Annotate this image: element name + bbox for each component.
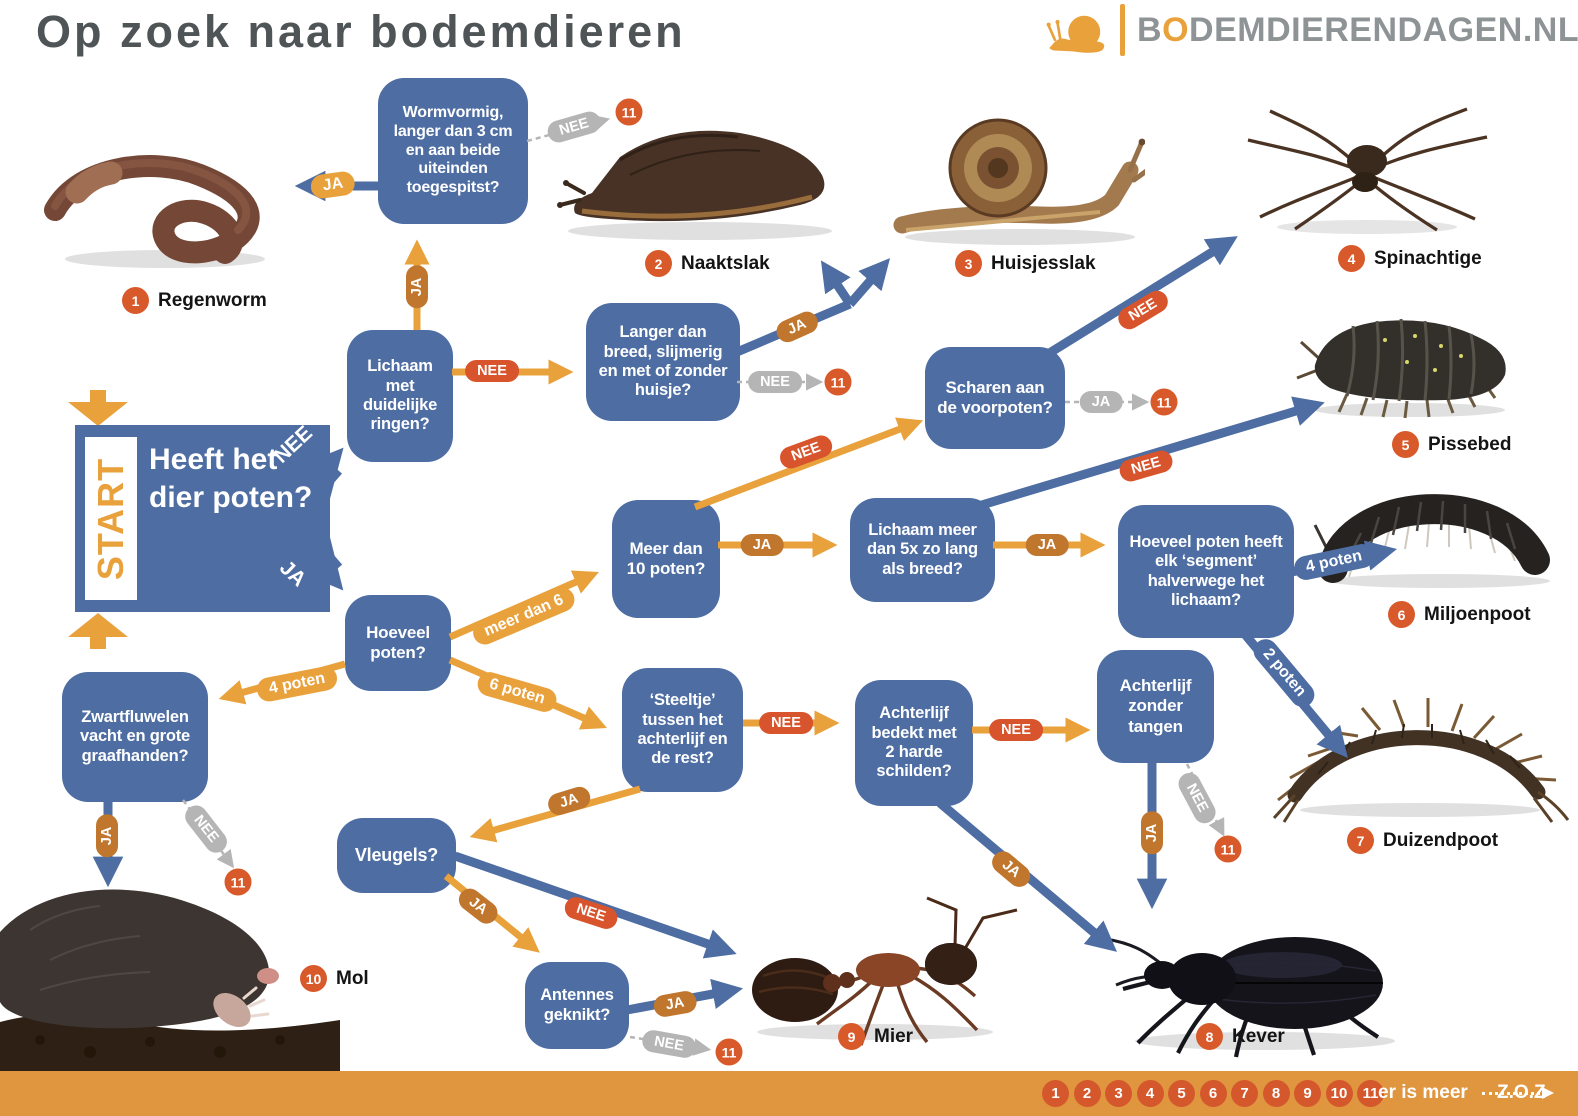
footer-num-3: 3	[1105, 1080, 1132, 1107]
ref-11-antennes: 11	[715, 1038, 743, 1066]
badge-ja-meer10-lichaam5x: JA	[740, 534, 784, 556]
snail-icon	[1046, 15, 1105, 53]
node-vleugels: Vleugels?	[337, 818, 456, 893]
badge-ja-lichaam5x-segment: JA	[1025, 534, 1069, 556]
footer-num-9: 9	[1294, 1080, 1321, 1107]
badge-nee-slijmerig-11: NEE	[748, 371, 802, 393]
footer-num-2: 2	[1073, 1080, 1101, 1107]
badge-ja-ringen-wormvormig: JA	[406, 265, 428, 309]
footer-more-label: er is meer	[1378, 1082, 1468, 1103]
miljoenpoot-image	[1308, 494, 1550, 588]
node-zwartfluwelen: Zwartfluwelen vacht en grote graafhanden…	[62, 672, 208, 802]
logo-text: BODEMDIERENDAGEN.NL	[1137, 11, 1578, 50]
naaktslak-image	[557, 130, 832, 240]
node-schilden: Achterlijf bedekt met 2 harde schilden?	[855, 680, 973, 806]
node-hoeveel: Hoeveel poten?	[345, 595, 451, 691]
spinachtige-image	[1247, 107, 1488, 234]
num-marker: 3	[955, 250, 982, 277]
footer-numbers: 1 2 3 4 5 6 7 8 9 10 11	[1042, 1071, 1384, 1116]
huisjesslak-image	[893, 118, 1145, 245]
ref-11-wormvormig: 11	[615, 98, 643, 126]
node-scharen: Scharen aan de voorpoten?	[925, 347, 1065, 449]
logo-rest: DEMDIERENDAGEN.NL	[1189, 10, 1578, 49]
start-strip: START	[85, 437, 137, 600]
node-antennes: Antennes geknikt?	[525, 962, 629, 1049]
footer-zoz-label: Z.O.Z	[1497, 1082, 1546, 1103]
num-marker: 9	[838, 1023, 865, 1050]
badge-ja-tangen-kever: JA	[1141, 811, 1163, 855]
num-marker: 1	[122, 287, 149, 314]
footer-num-8: 8	[1262, 1080, 1290, 1107]
start-word: START	[90, 457, 132, 580]
badge-nee-schilden-tangen: NEE	[989, 719, 1043, 741]
regenworm-image	[44, 155, 265, 268]
pissebed-image	[1296, 318, 1506, 419]
orange-arrows	[218, 239, 1106, 953]
num-marker: 7	[1347, 827, 1374, 854]
num-marker: 6	[1388, 601, 1415, 628]
num-marker: 5	[1392, 431, 1419, 458]
node-slijmerig: Langer dan breed, slijmerig en met of zo…	[586, 303, 740, 421]
mol-image	[0, 889, 340, 1072]
footer-num-11: 11	[1357, 1080, 1384, 1107]
node-ringen: Lichaam met duidelijke ringen?	[347, 330, 453, 462]
num-marker: 2	[645, 250, 672, 277]
footer-num-1: 1	[1042, 1080, 1069, 1107]
ref-11-scharen: 11	[1150, 388, 1178, 416]
footer-num-10: 10	[1325, 1080, 1353, 1107]
badge-ja-scharen-11: JA	[1079, 391, 1123, 413]
footer-num-6: 6	[1199, 1080, 1227, 1107]
footer-num-4: 4	[1136, 1080, 1164, 1107]
ref-11-slijmerig: 11	[824, 368, 852, 396]
node-tangen: Achterlijf zonder tangen	[1097, 650, 1214, 763]
site-logo: BODEMDIERENDAGEN.NL	[1046, 2, 1578, 58]
footer-num-7: 7	[1231, 1080, 1258, 1107]
logo-divider	[1120, 4, 1125, 56]
node-wormvormig: Wormvormig, langer dan 3 cm en aan beide…	[378, 78, 528, 224]
start-question: Heeft het dier poten?	[149, 443, 313, 514]
num-marker: 10	[300, 965, 327, 992]
dotted-arrow-icon	[1482, 1087, 1554, 1099]
node-segment: Hoeveel poten heeft elk ‘segment’ halver…	[1118, 505, 1294, 638]
footer-num-5: 5	[1168, 1080, 1195, 1107]
logo-b: B	[1137, 10, 1163, 49]
node-meer10: Meer dan 10 poten?	[612, 500, 720, 618]
ref-11-tangen: 11	[1214, 835, 1242, 863]
node-lichaam5x: Lichaam meer dan 5x zo lang als breed?	[850, 498, 995, 602]
badge-ja-zwartfluwelen-mol: JA	[96, 814, 118, 858]
num-marker: 4	[1338, 245, 1365, 272]
badge-nee-steeltje-schilden: NEE	[759, 712, 813, 734]
ref-11-zwartfluwelen: 11	[224, 868, 252, 896]
badge-nee-ringen-slijmerig: NEE	[465, 360, 519, 382]
num-marker: 8	[1196, 1023, 1223, 1050]
node-steeltje: ‘Steeltje’ tussen het achterlijf en de r…	[622, 668, 743, 792]
start-block: START Heeft het dier poten?	[75, 425, 330, 612]
duizendpoot-image	[1272, 698, 1570, 823]
logo-o: O	[1162, 10, 1190, 49]
page-title: Op zoek naar bodemdieren	[36, 6, 686, 57]
